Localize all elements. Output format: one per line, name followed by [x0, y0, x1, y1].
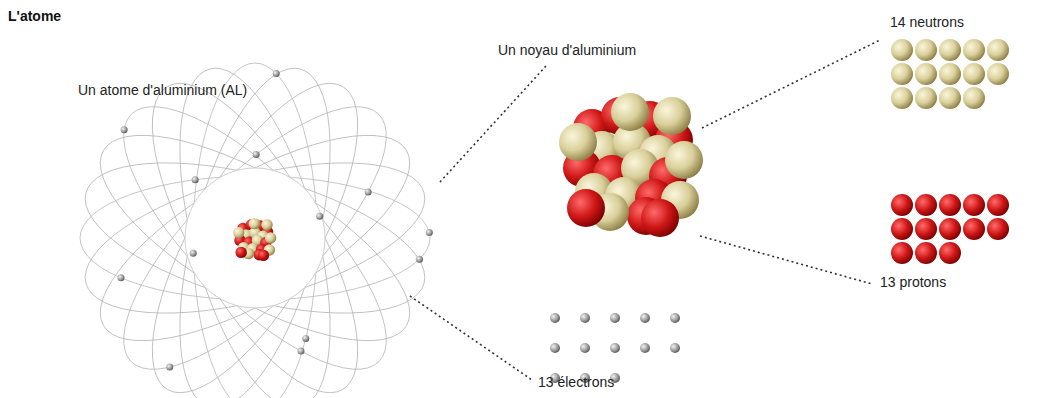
electron: [426, 229, 433, 236]
proton: [915, 218, 937, 240]
proton: [891, 218, 913, 240]
electron: [297, 348, 304, 355]
electron-group: [550, 313, 680, 383]
electron: [365, 189, 372, 196]
part-label: 13 électrons: [538, 374, 614, 391]
aluminium-atom: [70, 53, 440, 398]
electron: [416, 256, 423, 263]
electron-orbit: [87, 70, 422, 398]
electron: [610, 313, 620, 323]
electron-orbit: [150, 53, 360, 398]
electron: [550, 313, 560, 323]
proton-group: [891, 194, 1009, 264]
proton: [939, 242, 961, 264]
electron: [610, 343, 620, 353]
neutron: [559, 123, 597, 161]
leader-lines: [410, 40, 880, 380]
small-nucleus: [233, 218, 276, 261]
title: L'atome: [8, 8, 61, 25]
neutron: [891, 87, 913, 109]
electron-orbit: [72, 97, 437, 379]
neutron: [261, 219, 272, 230]
part-label: Un noyau d'aluminium: [498, 42, 636, 59]
electron: [273, 70, 280, 77]
neutron: [915, 63, 937, 85]
proton: [891, 194, 913, 216]
neutron: [915, 87, 937, 109]
electron: [580, 313, 590, 323]
electron: [640, 313, 650, 323]
proton: [987, 194, 1009, 216]
electron: [117, 274, 124, 281]
neutron: [265, 232, 276, 243]
proton: [236, 247, 247, 258]
electron: [670, 343, 680, 353]
neutron: [963, 63, 985, 85]
neutron: [891, 63, 913, 85]
proton: [963, 218, 985, 240]
electron: [580, 343, 590, 353]
neutron: [939, 87, 961, 109]
leader-line: [440, 66, 546, 182]
neutron: [233, 227, 244, 238]
neutron: [915, 39, 937, 61]
part-label: Un atome d'aluminium (AL): [78, 82, 247, 99]
neutron: [987, 39, 1009, 61]
electron-orbit: [87, 70, 422, 398]
electron: [190, 250, 197, 257]
proton: [915, 194, 937, 216]
proton: [258, 250, 269, 261]
neutron: [891, 39, 913, 61]
electron: [302, 335, 309, 342]
neutron: [939, 63, 961, 85]
neutron: [665, 141, 703, 179]
aluminium-nucleus: [559, 93, 703, 237]
electron-orbit: [72, 97, 437, 379]
proton: [963, 194, 985, 216]
electron-orbit: [70, 133, 440, 343]
neutron: [963, 39, 985, 61]
particle-grids: [550, 39, 1009, 383]
proton: [939, 194, 961, 216]
electron: [316, 213, 323, 220]
leader-line: [700, 236, 872, 284]
proton: [891, 242, 913, 264]
part-label: 13 protons: [880, 274, 946, 291]
neutron: [653, 97, 691, 135]
electron: [192, 176, 199, 183]
proton: [641, 199, 679, 237]
electron: [253, 151, 260, 158]
electron: [121, 126, 128, 133]
electron: [670, 313, 680, 323]
leader-line: [702, 40, 880, 128]
electron: [166, 364, 173, 371]
neutron: [611, 93, 649, 131]
neutron-group: [891, 39, 1009, 109]
neutron: [987, 63, 1009, 85]
proton: [939, 218, 961, 240]
electron-orbit: [150, 53, 360, 398]
electron: [640, 343, 650, 353]
neutron: [249, 218, 260, 229]
neutron: [939, 39, 961, 61]
large-nucleus: [559, 93, 703, 237]
leader-line: [410, 296, 532, 380]
proton: [987, 218, 1009, 240]
proton: [567, 189, 605, 227]
electron: [550, 343, 560, 353]
proton: [915, 242, 937, 264]
electron-orbit: [70, 133, 440, 343]
neutron: [963, 87, 985, 109]
nucleus-zone: [185, 168, 325, 308]
part-label: 14 neutrons: [890, 14, 964, 31]
